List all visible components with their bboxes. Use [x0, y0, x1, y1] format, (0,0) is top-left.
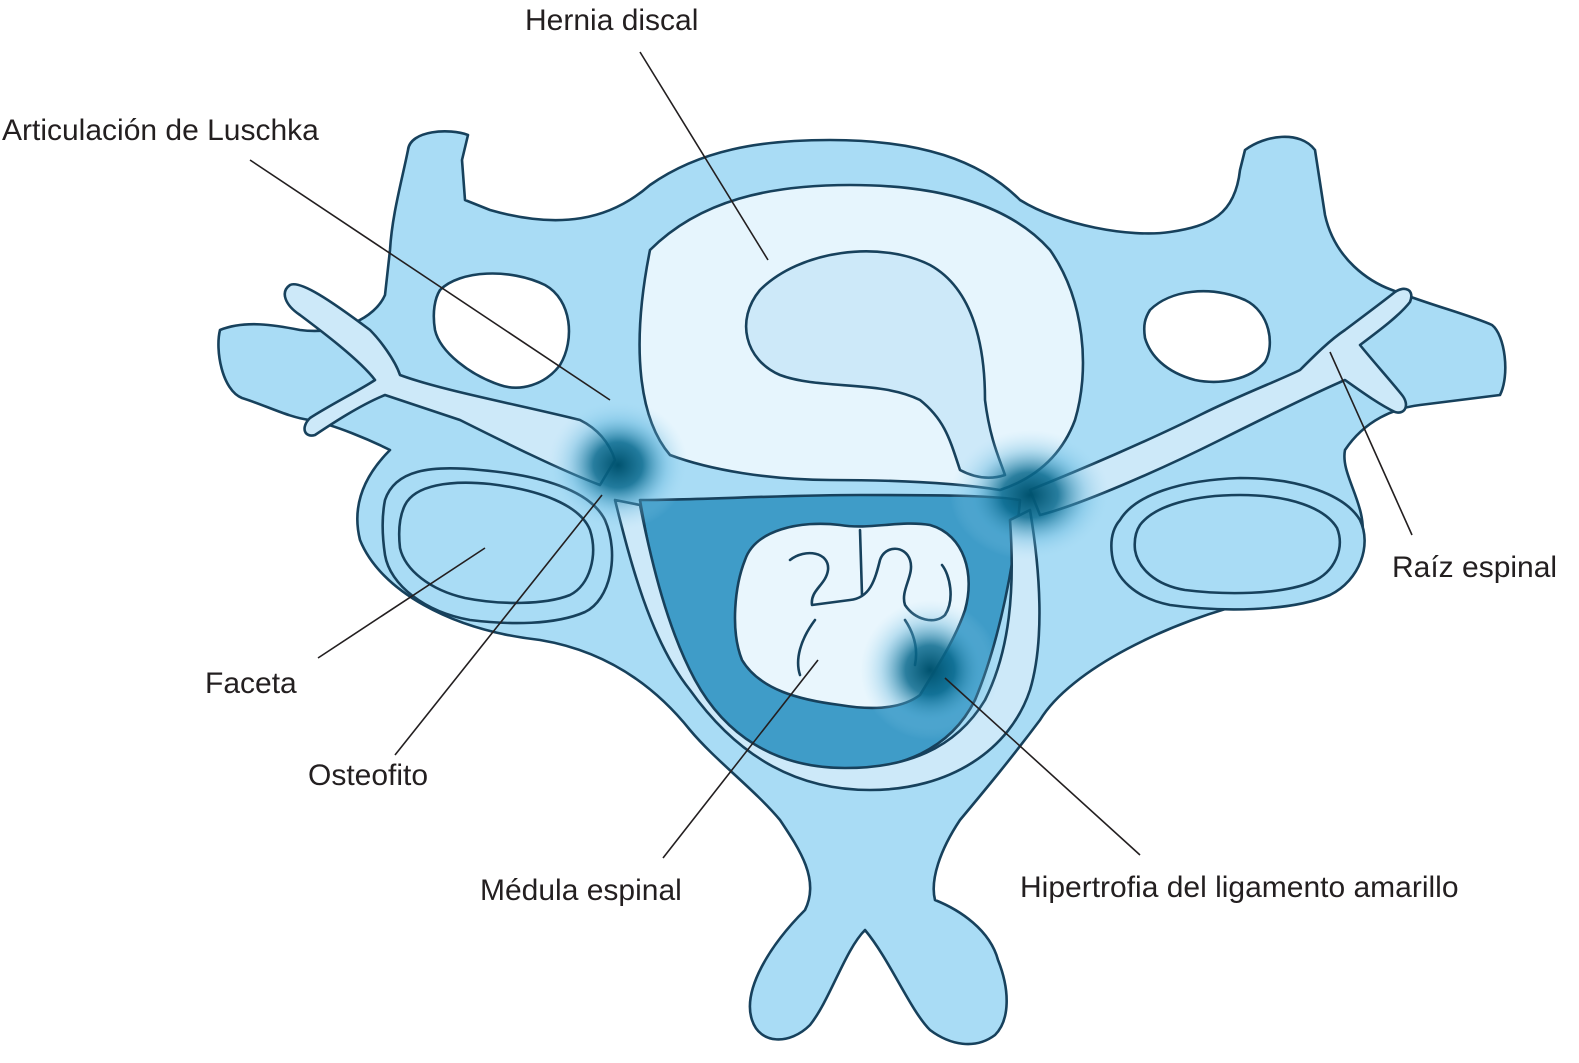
ligament-compression-spot — [860, 600, 1000, 740]
leader-osteophyte — [394, 494, 603, 756]
leader-ligamentum-flavum — [944, 677, 1141, 856]
label-facet: Faceta — [205, 667, 297, 700]
leader-luschka-joint — [249, 159, 611, 401]
label-ligamentum-flavum-hypertrophy: Hipertrofia del ligamento amarillo — [1020, 871, 1459, 904]
label-osteophyte: Osteofito — [308, 759, 428, 792]
label-spinal-root: Raíz espinal — [1392, 551, 1557, 584]
disc-root-compression-spot — [950, 430, 1110, 560]
right-transverse-foramen — [1142, 290, 1272, 384]
right-facet-inner — [1133, 493, 1342, 595]
label-herniated-disc: Hernia discal — [525, 4, 698, 37]
left-transverse-foramen — [432, 272, 571, 389]
luschka-compression-spot — [548, 400, 688, 530]
right-nerve-root — [1028, 287, 1413, 517]
leader-herniated-disc — [639, 51, 769, 261]
leader-spinal-cord — [662, 659, 819, 859]
left-nerve-root — [283, 282, 617, 487]
leader-facet — [317, 547, 486, 659]
label-spinal-cord: Médula espinal — [480, 874, 682, 907]
label-luschka-joint: Articulación de Luschka — [2, 114, 319, 147]
leader-spinal-root — [1329, 351, 1413, 536]
